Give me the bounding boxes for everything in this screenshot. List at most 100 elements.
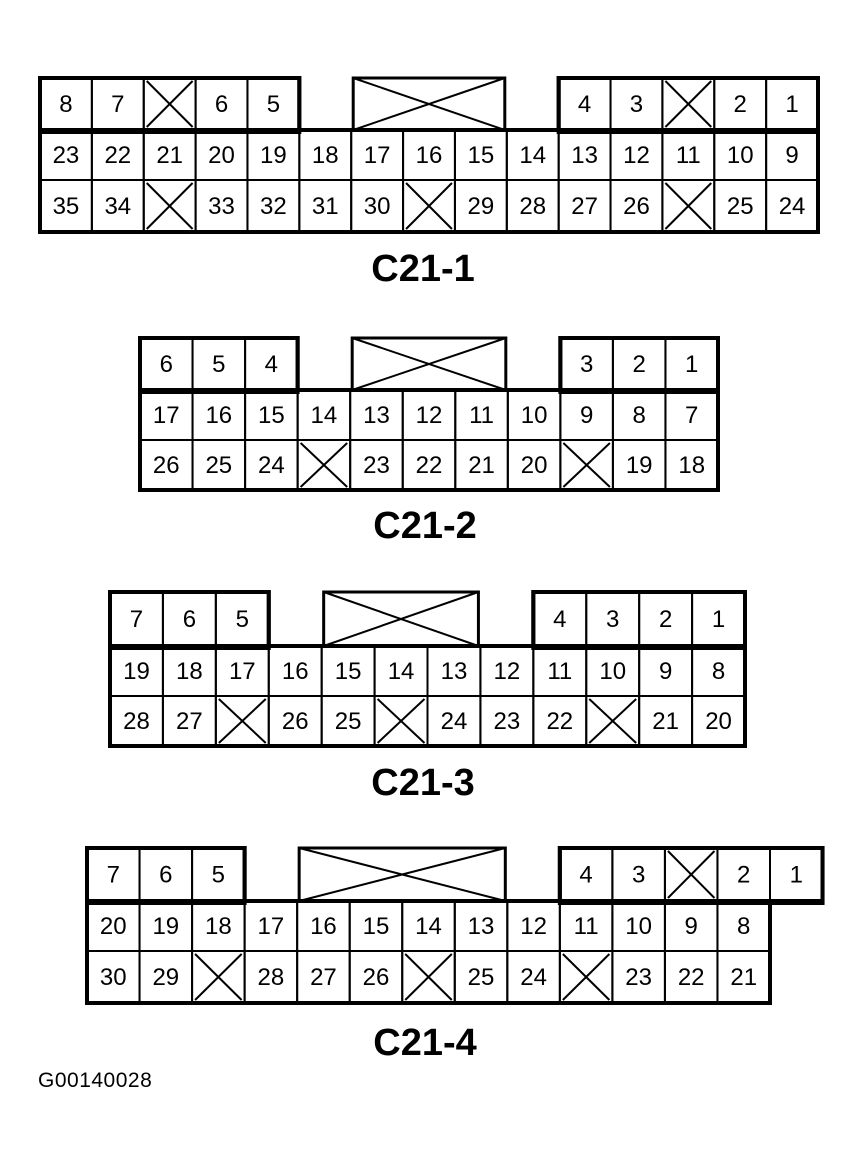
pin-number: 4 — [578, 91, 591, 118]
pin-number: 14 — [519, 142, 546, 169]
pin-number: 1 — [685, 351, 698, 378]
pin-number: 24 — [520, 964, 547, 991]
pin-number: 18 — [176, 658, 203, 685]
pin-number: 24 — [779, 193, 806, 220]
pin-number: 18 — [312, 142, 339, 169]
connector-title-c21-2: C21-2 — [373, 505, 477, 547]
pin-number: 22 — [546, 708, 573, 735]
pin-number: 33 — [208, 193, 235, 220]
pin-number: 28 — [519, 193, 546, 220]
pin-number: 13 — [468, 913, 495, 940]
pin-number: 28 — [258, 964, 285, 991]
pin-number: 1 — [712, 606, 725, 633]
unused-cavity-cross — [664, 80, 712, 128]
pin-number: 18 — [678, 452, 705, 479]
connector-title-c21-1: C21-1 — [371, 248, 475, 290]
unused-cavity-cross — [562, 953, 611, 1001]
pin-number: 9 — [659, 658, 672, 685]
pin-number: 24 — [258, 452, 285, 479]
pin-number: 6 — [183, 606, 196, 633]
pin-number: 7 — [685, 402, 698, 429]
pin-number: 12 — [623, 142, 650, 169]
unused-cavity-cross — [146, 80, 194, 128]
pin-number: 12 — [520, 913, 547, 940]
pin-number: 35 — [53, 193, 80, 220]
pin-number: 18 — [205, 913, 232, 940]
pin-number: 16 — [205, 402, 232, 429]
pin-number: 17 — [229, 658, 256, 685]
pin-number: 3 — [580, 351, 593, 378]
pin-number: 11 — [676, 142, 701, 169]
pin-number: 21 — [468, 452, 495, 479]
pin-number: 3 — [606, 606, 619, 633]
connector-outline — [556, 76, 821, 134]
pin-number: 9 — [580, 402, 593, 429]
connector-key-cross — [323, 591, 479, 647]
pin-number: 10 — [625, 913, 652, 940]
pin-number: 27 — [176, 708, 203, 735]
pin-number: 8 — [633, 402, 646, 429]
pin-number: 5 — [267, 91, 280, 118]
pin-number: 20 — [208, 142, 235, 169]
connector-outline — [85, 899, 772, 1005]
pin-number: 3 — [630, 91, 643, 118]
pin-number: 20 — [705, 708, 732, 735]
pin-number: 11 — [574, 913, 599, 940]
pin-number: 26 — [623, 193, 650, 220]
pin-number: 26 — [153, 452, 180, 479]
pin-number: 4 — [265, 351, 278, 378]
connector-title-c21-3: C21-3 — [371, 762, 475, 804]
unused-cavity-cross — [405, 182, 453, 230]
pin-number: 8 — [59, 91, 72, 118]
pin-number: 2 — [734, 91, 747, 118]
pin-number: 23 — [494, 708, 521, 735]
pin-number: 20 — [521, 452, 548, 479]
unused-cavity-cross — [146, 182, 194, 230]
pin-number: 27 — [310, 964, 337, 991]
connector-outline — [38, 76, 302, 134]
unused-cavity-cross — [299, 442, 348, 488]
pin-number: 19 — [152, 913, 179, 940]
pin-number: 26 — [282, 708, 309, 735]
pin-number: 13 — [571, 142, 598, 169]
unused-cavity-cross — [664, 182, 712, 230]
pin-number: 9 — [685, 913, 698, 940]
pin-number: 8 — [737, 913, 750, 940]
connector-outline — [108, 590, 271, 650]
connector-outline — [138, 388, 720, 492]
pin-number: 20 — [100, 913, 127, 940]
pin-number: 8 — [712, 658, 725, 685]
pin-number: 26 — [363, 964, 390, 991]
pin-number: 9 — [785, 142, 798, 169]
pin-number: 16 — [282, 658, 309, 685]
pin-number: 6 — [160, 351, 173, 378]
unused-cavity-cross — [194, 953, 243, 1001]
pin-number: 24 — [441, 708, 468, 735]
pin-number: 1 — [790, 862, 803, 889]
connector-outline — [108, 644, 747, 748]
pin-number: 5 — [212, 351, 225, 378]
pin-number: 23 — [625, 964, 652, 991]
connector-key-cross — [352, 77, 506, 131]
pin-number: 5 — [236, 606, 249, 633]
connector-outline — [531, 590, 747, 650]
unused-cavity-cross — [218, 698, 267, 744]
pin-number: 30 — [100, 964, 127, 991]
pin-number: 2 — [633, 351, 646, 378]
pin-number: 19 — [626, 452, 653, 479]
pin-number: 22 — [416, 452, 443, 479]
pin-number: 25 — [205, 452, 232, 479]
pin-number: 29 — [152, 964, 179, 991]
pin-number: 7 — [130, 606, 143, 633]
pin-number: 15 — [258, 402, 285, 429]
connector-key-cross — [351, 337, 507, 391]
pin-number: 14 — [415, 913, 442, 940]
pin-number: 12 — [416, 402, 443, 429]
pin-number: 16 — [310, 913, 337, 940]
pin-number: 4 — [553, 606, 566, 633]
